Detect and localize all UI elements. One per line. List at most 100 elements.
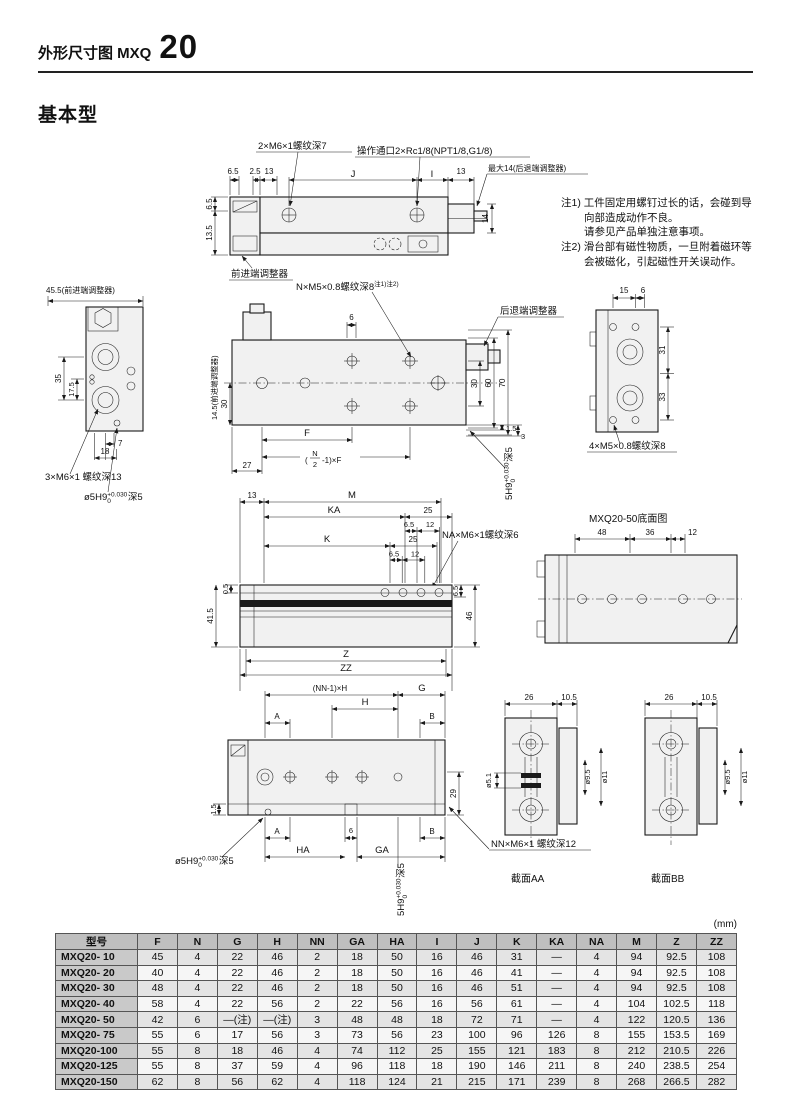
dim-label: 25 bbox=[424, 506, 433, 515]
value-cell: 153.5 bbox=[655, 1027, 697, 1044]
top-view-body bbox=[231, 339, 467, 426]
value-cell: 240 bbox=[616, 1058, 657, 1075]
value-cell: 282 bbox=[695, 1073, 738, 1090]
value-cell: 92.5 bbox=[655, 949, 697, 966]
dim-label: KA bbox=[328, 505, 341, 516]
dim-label: 2.5 bbox=[249, 167, 261, 176]
thread-callout: 2×M6×1螺纹深7 bbox=[258, 140, 327, 152]
dim-label: 10.5 bbox=[701, 693, 717, 702]
dim-label: 25 bbox=[409, 535, 418, 544]
dim-label: 46 bbox=[465, 611, 474, 620]
dim-label: 60 bbox=[484, 378, 493, 387]
dim-label: 33 bbox=[658, 392, 667, 401]
value-cell: 46 bbox=[456, 949, 498, 966]
column-header: KA bbox=[536, 933, 578, 950]
value-cell: 42 bbox=[137, 1011, 178, 1028]
value-cell: 18 bbox=[416, 1058, 458, 1075]
dim-label: M bbox=[348, 490, 356, 501]
thread-callout: 4×M5×0.8螺纹深8 bbox=[589, 440, 666, 452]
dim-label: 26 bbox=[665, 693, 674, 702]
value-cell: 3 bbox=[296, 1011, 338, 1028]
drawing-front-view: (NN-1)×H G H A B bbox=[175, 683, 591, 916]
dim-label: 6 bbox=[641, 286, 646, 295]
value-cell: 46 bbox=[256, 1042, 298, 1059]
dim-label: 13 bbox=[248, 491, 257, 500]
value-cell: 56 bbox=[216, 1073, 258, 1090]
value-cell: 92.5 bbox=[655, 980, 697, 997]
value-cell: 4 bbox=[576, 980, 618, 997]
dim-label: HA bbox=[296, 845, 310, 856]
value-cell: 22 bbox=[216, 949, 258, 966]
model-cell: MXQ20-125 bbox=[55, 1058, 138, 1075]
dim-label: 1.5 bbox=[506, 424, 516, 433]
value-cell: 4 bbox=[176, 964, 218, 981]
thread-callout: N×M5×0.8螺纹深8注1)注2) bbox=[296, 279, 399, 293]
value-cell: 62 bbox=[256, 1073, 298, 1090]
value-cell: 136 bbox=[695, 1011, 738, 1028]
dim-label: I bbox=[431, 169, 434, 180]
value-cell: 46 bbox=[256, 980, 298, 997]
value-cell: 8 bbox=[176, 1073, 218, 1090]
value-cell: 266.5 bbox=[655, 1073, 697, 1090]
value-cell: 122 bbox=[616, 1011, 657, 1028]
value-cell: 50 bbox=[376, 949, 418, 966]
dowel-hole bbox=[113, 419, 121, 427]
dim-label: F bbox=[304, 428, 310, 439]
dim-label: ø11 bbox=[740, 771, 749, 783]
dim-label: 18 bbox=[101, 447, 110, 456]
value-cell: 254 bbox=[695, 1058, 738, 1075]
value-cell: 108 bbox=[695, 980, 738, 997]
value-cell: 73 bbox=[336, 1027, 378, 1044]
value-cell: 94 bbox=[616, 980, 657, 997]
dim-label: 35 bbox=[54, 374, 63, 383]
value-cell: 22 bbox=[216, 995, 258, 1012]
value-cell: 169 bbox=[695, 1027, 738, 1044]
value-cell: 48 bbox=[137, 980, 178, 997]
dim-label: 6.5 bbox=[451, 586, 460, 596]
dim-label: A bbox=[274, 827, 280, 836]
note-line: 请参见产品单独注意事项。 bbox=[584, 226, 710, 239]
dim-label: 6 bbox=[349, 313, 354, 322]
value-cell: —(注) bbox=[216, 1011, 258, 1028]
drawing-section-bb: 26 10.5 ø9.5 ø11 截面BB bbox=[644, 693, 749, 885]
drawing-mxq50-bottom-view: MXQ20-50底面图 48 36 12 bbox=[536, 512, 742, 644]
dim-label: G bbox=[418, 683, 425, 694]
value-cell: 37 bbox=[216, 1058, 258, 1075]
counterbore bbox=[519, 798, 543, 822]
column-header: I bbox=[416, 933, 458, 950]
value-cell: 183 bbox=[536, 1042, 578, 1059]
value-cell: 56 bbox=[456, 995, 498, 1012]
drawing-right-end-view: 15 6 31 33 4×M5×0.8螺纹深8 bbox=[587, 286, 677, 453]
note-line: 注1) 工件固定用螺钉过长的话，会碰到导 bbox=[561, 197, 752, 209]
value-cell: 4 bbox=[296, 1042, 338, 1059]
value-cell: 2 bbox=[296, 995, 338, 1012]
value-cell: 50 bbox=[376, 980, 418, 997]
value-cell: — bbox=[536, 949, 578, 966]
value-cell: 104 bbox=[616, 995, 657, 1012]
dim-label: 6.5 bbox=[205, 198, 214, 210]
dim-label: B bbox=[429, 712, 434, 721]
value-cell: 8 bbox=[176, 1058, 218, 1075]
value-cell: 22 bbox=[336, 995, 378, 1012]
value-cell: 8 bbox=[176, 1042, 218, 1059]
rail-section bbox=[698, 727, 718, 825]
value-cell: — bbox=[536, 980, 578, 997]
value-cell: 94 bbox=[616, 949, 657, 966]
value-cell: 2 bbox=[296, 980, 338, 997]
column-header: H bbox=[256, 933, 298, 950]
model-cell: MXQ20- 30 bbox=[55, 980, 138, 997]
section-caption: 截面BB bbox=[651, 872, 685, 885]
column-header: NA bbox=[576, 933, 618, 950]
dim-label: 13 bbox=[265, 167, 274, 176]
dim-label: 3 bbox=[521, 432, 525, 441]
value-cell: 108 bbox=[695, 949, 738, 966]
dim-label: 7 bbox=[118, 439, 123, 448]
value-cell: 62 bbox=[137, 1073, 178, 1090]
front-view-side-dims bbox=[213, 771, 464, 868]
value-cell: 120.5 bbox=[655, 1011, 697, 1028]
